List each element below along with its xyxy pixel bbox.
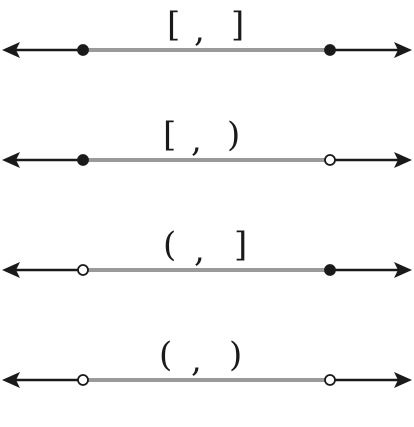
right-bracket: ) (229, 335, 242, 375)
comma: , (191, 120, 202, 160)
right-arrow-icon (394, 152, 412, 168)
number-line-row: ( , ) (2, 335, 412, 388)
right-bracket: ) (227, 115, 240, 155)
left-bracket: [ (163, 115, 176, 155)
right-endpoint (324, 374, 336, 386)
left-bracket: [ (167, 5, 180, 45)
right-endpoint (324, 154, 336, 166)
left-bracket: ( (159, 335, 172, 375)
left-bracket: ( (163, 225, 176, 265)
left-endpoint (77, 44, 89, 56)
left-endpoint (77, 154, 89, 166)
left-arrow-icon (2, 152, 20, 168)
left-endpoint (77, 374, 89, 386)
comma: , (191, 340, 202, 380)
right-bracket: ] (234, 225, 247, 265)
number-line-row: ( , ] (2, 225, 412, 278)
right-bracket: ] (231, 5, 244, 45)
right-arrow-icon (394, 262, 412, 278)
left-arrow-icon (2, 372, 20, 388)
number-line-row: [ , ) (2, 115, 412, 168)
right-arrow-icon (394, 372, 412, 388)
left-arrow-icon (2, 262, 20, 278)
right-arrow-icon (394, 42, 412, 58)
left-arrow-icon (2, 42, 20, 58)
comma: , (194, 10, 205, 50)
right-endpoint (324, 44, 336, 56)
right-endpoint (324, 264, 336, 276)
comma: , (194, 230, 205, 270)
left-endpoint (77, 264, 89, 276)
number-line-row: [ , ] (2, 5, 412, 58)
